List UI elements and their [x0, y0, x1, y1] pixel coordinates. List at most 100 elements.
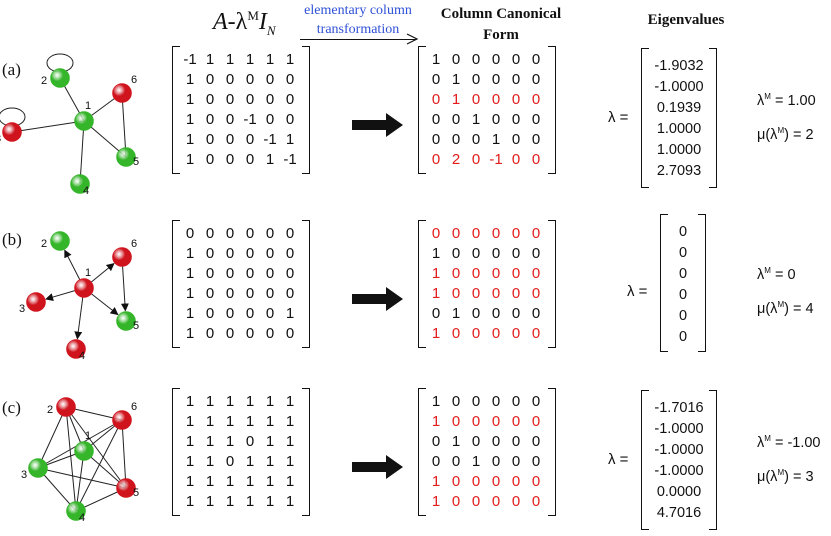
matrix-cell: 0 [245, 245, 255, 262]
matrix-cell: 0 [431, 433, 441, 450]
graph-edge [75, 419, 123, 512]
matrix-cell: 1 [431, 285, 441, 302]
matrix-cell: 1 [225, 473, 235, 490]
matrix-cell: 1 [225, 413, 235, 430]
graph-node-label: 4 [83, 185, 89, 197]
matrix-cell: 1 [185, 111, 195, 128]
panel-label: (a) [2, 60, 21, 79]
matrix-cell: 0 [225, 71, 235, 88]
operation-label-line1: elementary column [304, 3, 412, 18]
graph-node-6 [112, 410, 132, 430]
matrix-cell: 1 [285, 51, 295, 68]
matrix-cell: 1 [185, 151, 195, 168]
matrix-cell: 0 [511, 71, 521, 88]
eigenvalue: 0 [678, 266, 688, 282]
matrix-cell: 0 [265, 285, 275, 302]
matrix-cell: 0 [451, 51, 461, 68]
matrix-cell: 1 [185, 413, 195, 430]
graph-node-5 [116, 478, 136, 498]
graph-edge [91, 293, 119, 316]
matrix-cell: 0 [531, 473, 541, 490]
matrix-cell: 0 [205, 325, 215, 342]
matrix-cell: 1 [245, 413, 255, 430]
matrix-cell: 0 [491, 453, 501, 470]
matrix-cell: 0 [471, 225, 481, 242]
graph-node-2 [50, 68, 70, 88]
matrix-cell: 1 [451, 71, 461, 88]
matrix-cell: 0 [225, 151, 235, 168]
matrix-cell: 0 [471, 393, 481, 410]
matrix-cell: 0 [225, 305, 235, 322]
graph-node-5 [116, 147, 136, 167]
graph-edge [65, 406, 77, 512]
graph-node-label: 2 [41, 75, 47, 87]
matrix-cell: 0 [491, 245, 501, 262]
matrix-cell: 0 [531, 393, 541, 410]
eigenvalue: 0 [678, 308, 688, 324]
matrix-cell: 1 [185, 433, 195, 450]
matrix-cell: 1 [431, 245, 441, 262]
matrix-cell: 0 [431, 453, 441, 470]
matrix-cell: 0 [451, 413, 461, 430]
matrix-cell: 1 [285, 393, 295, 410]
matrix-cell: 0 [511, 131, 521, 148]
matrix-cell: 0 [491, 51, 501, 68]
matrix-cell: 1 [285, 493, 295, 510]
graph-edge [91, 263, 115, 283]
matrix-cell: 1 [265, 433, 275, 450]
lambda-equals: λ = [608, 109, 629, 126]
eigenvalue: 0 [678, 224, 688, 240]
matrix-cell: 0 [511, 413, 521, 430]
matrix-cell: 0 [511, 453, 521, 470]
matrix-cell: 0 [451, 453, 461, 470]
matrix-cell: 1 [205, 473, 215, 490]
graph-edge [45, 290, 76, 301]
matrix-cell: 0 [491, 71, 501, 88]
matrix-cell: -1 [183, 51, 197, 68]
matrix-cell: 0 [531, 151, 541, 168]
matrix-cell: 0 [491, 493, 501, 510]
matrix-cell: 1 [265, 493, 275, 510]
matrix-cell: 0 [471, 285, 481, 302]
graph-node-label: 3 [19, 303, 25, 315]
matrix-cell: 0 [511, 325, 521, 342]
matrix-cell: 1 [285, 473, 295, 490]
matrix-cell: 0 [491, 265, 501, 282]
eigenvalue: 0 [678, 329, 688, 345]
matrix-cell: 0 [225, 265, 235, 282]
matrix-cell: 0 [245, 285, 255, 302]
graph-edge [121, 419, 127, 489]
operation-arrow-head [406, 33, 419, 45]
matrix-cell: 0 [431, 151, 441, 168]
matrix-cell: 0 [511, 151, 521, 168]
matrix-cell: 0 [245, 71, 255, 88]
matrix-cell: 1 [451, 91, 461, 108]
matrix-cell: 0 [265, 305, 275, 322]
matrix-cell: 0 [431, 71, 441, 88]
transform-arrow [352, 287, 403, 311]
transform-arrow [352, 113, 403, 137]
matrix-cell: 0 [225, 325, 235, 342]
matrix-cell: 0 [471, 433, 481, 450]
matrix-cell: 0 [205, 305, 215, 322]
matrix-cell: 1 [225, 393, 235, 410]
matrix-cell: 1 [285, 453, 295, 470]
graph-node-label: 1 [85, 267, 91, 279]
matrix-cell: 1 [491, 131, 501, 148]
graph-node-label: 2 [47, 404, 53, 416]
matrix-cell: 1 [205, 413, 215, 430]
matrix-cell: 0 [491, 225, 501, 242]
graph-edge [11, 120, 85, 133]
matrix-cell: 0 [531, 265, 541, 282]
matrix-cell: 0 [451, 393, 461, 410]
matrix-cell: 1 [185, 91, 195, 108]
eigenvalue: 0.0000 [656, 484, 702, 500]
matrix-cell: 1 [265, 413, 275, 430]
matrix-cell: 0 [471, 131, 481, 148]
right-bracket [302, 46, 310, 174]
matrix-cell: 0 [531, 285, 541, 302]
matrix-cell: 0 [265, 325, 275, 342]
matrix-cell: 0 [531, 245, 541, 262]
